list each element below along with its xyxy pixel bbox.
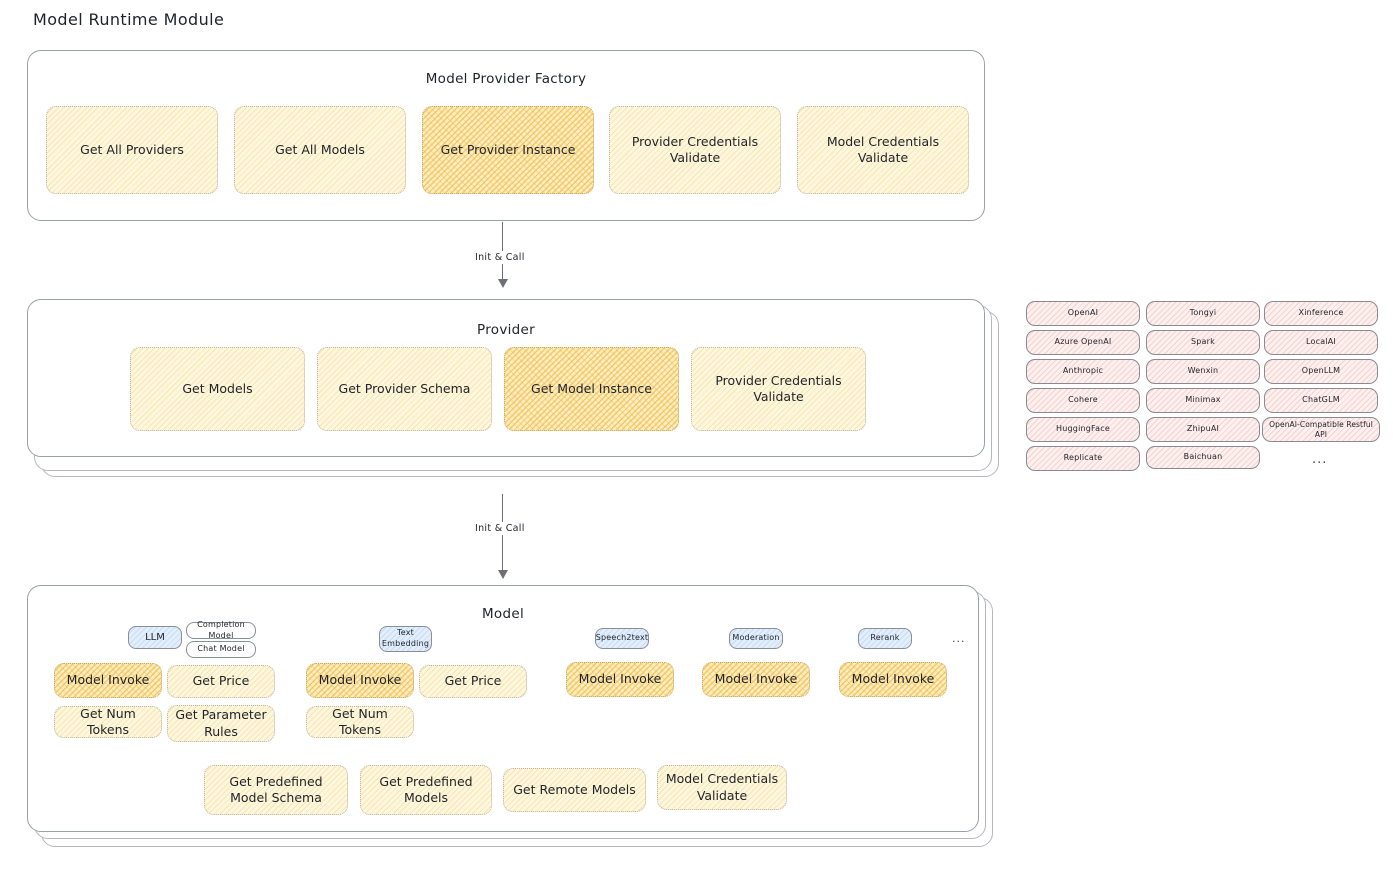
provider-list-item-xinference[interactable]: Xinference [1264,301,1378,326]
factory-node-provider-credentials-validate[interactable]: Provider Credentials Validate [609,106,781,194]
factory-node-get-all-providers[interactable]: Get All Providers [46,106,218,194]
provider-list-item-azure-openai[interactable]: Azure OpenAI [1026,330,1140,355]
provider-list-item-huggingface[interactable]: HuggingFace [1026,417,1140,442]
llm-method-get-price[interactable]: Get Price [167,665,275,698]
model-type-badge-speech2text[interactable]: Speech2text [595,628,649,649]
arrow-head [497,279,508,288]
provider-list-item-chatglm[interactable]: ChatGLM [1264,388,1378,413]
provider-list-item-wenxin[interactable]: Wenxin [1146,359,1260,384]
llm-method-get-num-tokens[interactable]: Get Num Tokens [54,706,162,738]
provider-list-item-tongyi[interactable]: Tongyi [1146,301,1260,326]
provider-list-item-baichuan[interactable]: Baichuan [1146,446,1260,469]
arrow-label-init-and-call-1: Init & Call [471,251,529,264]
factory-node-get-provider-instance[interactable]: Get Provider Instance [422,106,594,194]
provider-node-provider-credentials-validate[interactable]: Provider Credentials Validate [691,347,866,431]
rerank-method-model-invoke[interactable]: Model Invoke [839,662,947,697]
provider-list-more-ellipsis: ... [1312,452,1328,467]
provider-list-item-spark[interactable]: Spark [1146,330,1260,355]
text-embedding-method-model-invoke[interactable]: Model Invoke [306,663,414,698]
factory-node-get-all-models[interactable]: Get All Models [234,106,406,194]
model-provider-factory-title: Model Provider Factory [425,71,587,87]
arrow-head [497,570,508,579]
provider-title: Provider [477,322,535,338]
model-shared-method-get-predefined-model-schema[interactable]: Get Predefined Model Schema [204,765,348,815]
moderation-method-model-invoke[interactable]: Model Invoke [702,662,810,697]
llm-method-model-invoke[interactable]: Model Invoke [54,663,162,698]
arrow-label-init-and-call-2: Init & Call [471,522,529,535]
factory-node-model-credentials-validate[interactable]: Model Credentials Validate [797,106,969,194]
model-shared-method-get-predefined-models[interactable]: Get Predefined Models [360,765,492,815]
text-embedding-method-get-price[interactable]: Get Price [419,665,527,698]
provider-list-item-openai[interactable]: OpenAI [1026,301,1140,326]
provider-list-item-openai-compatible-restful-api[interactable]: OpenAI-Compatible Restful API [1262,417,1380,442]
model-type-badge-llm[interactable]: LLM [128,626,182,649]
provider-node-get-provider-schema[interactable]: Get Provider Schema [317,347,492,431]
provider-list-item-replicate[interactable]: Replicate [1026,446,1140,471]
provider-list-item-anthropic[interactable]: Anthropic [1026,359,1140,384]
page-title: Model Runtime Module [33,10,225,29]
provider-node-get-model-instance[interactable]: Get Model Instance [504,347,679,431]
speech2text-method-model-invoke[interactable]: Model Invoke [566,662,674,697]
model-subtype-badge-chat-model[interactable]: Chat Model [186,641,256,658]
provider-node-get-models[interactable]: Get Models [130,347,305,431]
provider-list-item-minimax[interactable]: Minimax [1146,388,1260,413]
text-embedding-method-get-num-tokens[interactable]: Get Num Tokens [306,706,414,738]
model-shared-method-get-remote-models[interactable]: Get Remote Models [503,768,646,812]
llm-method-get-parameter-rules[interactable]: Get Parameter Rules [167,705,275,742]
model-subtype-badge-completion-model[interactable]: Completion Model [186,620,256,640]
model-type-badge-rerank[interactable]: Rerank [858,628,912,649]
provider-list-item-localai[interactable]: LocalAI [1264,330,1378,355]
model-title: Model [481,606,525,622]
model-type-badge-moderation[interactable]: Moderation [729,628,783,649]
provider-list-item-cohere[interactable]: Cohere [1026,388,1140,413]
model-shared-method-model-credentials-validate[interactable]: Model Credentials Validate [657,765,787,810]
provider-list-item-openllm[interactable]: OpenLLM [1264,359,1378,384]
arrow-provider-to-model [497,494,508,580]
provider-list-item-zhipuai[interactable]: ZhipuAI [1146,417,1260,442]
model-type-badge-text-embedding[interactable]: Text Embedding [379,626,432,652]
model-types-more-ellipsis: ... [952,632,966,645]
